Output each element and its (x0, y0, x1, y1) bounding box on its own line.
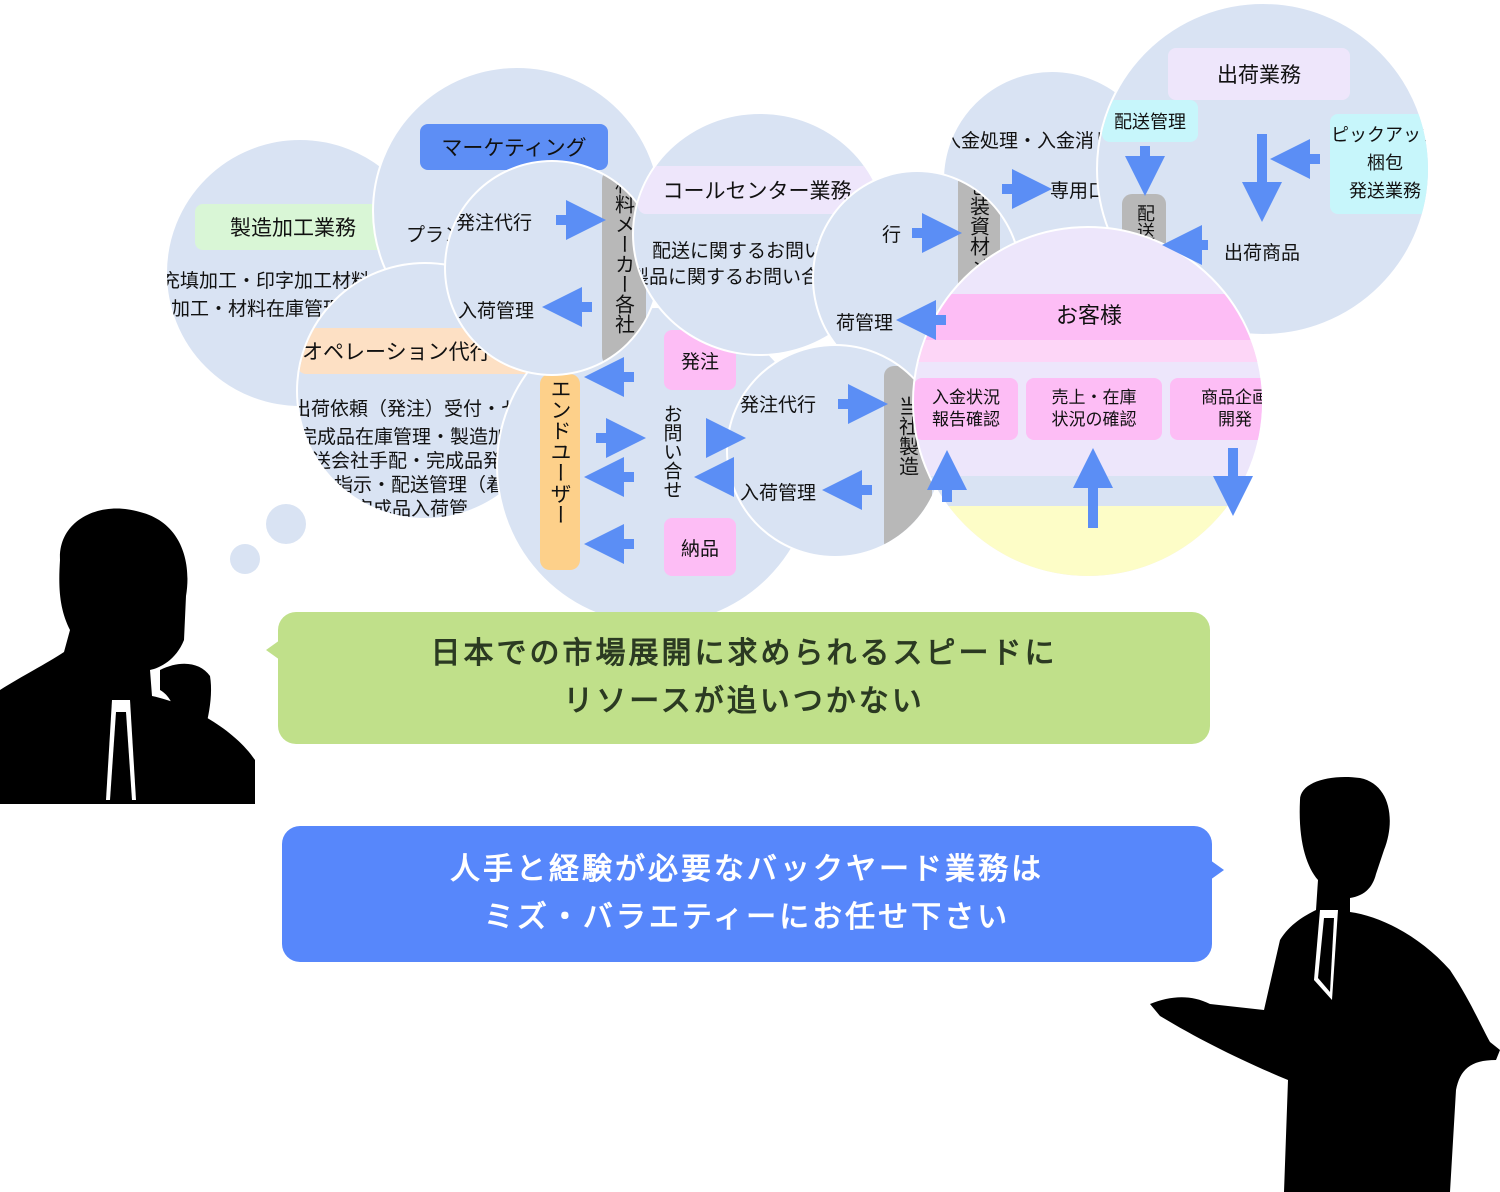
customer-box-sales: 売上・在庫 状況の確認 (1026, 378, 1162, 440)
thought-dot-large (266, 504, 306, 544)
solution-line2: ミズ・バラエティーにお任せ下さい (483, 900, 1011, 935)
customer-box-payment: 入金状況 報告確認 (914, 378, 1018, 440)
solution-speech-box: 人手と経験が必要なバックヤード業務は ミズ・バラエティーにお任せ下さい (282, 826, 1212, 962)
thought-dot-small (230, 544, 260, 574)
end-user-bar: エンドユーザー (540, 374, 580, 570)
customer-box-payment-line1: 入金状況 (932, 388, 1000, 408)
payment-dedicated: 専用口 (1050, 180, 1108, 202)
shipping-title: 出荷業務 (1168, 48, 1350, 100)
order-agency-bubble: 発注代行 入荷管理 材料メーカー各社 (444, 160, 660, 376)
thinking-man-tie (110, 712, 132, 800)
thinking-man-shirt (106, 700, 136, 800)
customer-title-band (914, 294, 1262, 340)
operation-line5: 完成品入荷管 (354, 498, 469, 520)
operation-line1: 出荷依頼（発注）受付・セット 梱 (296, 398, 554, 420)
presenting-man-shirt (1314, 910, 1338, 1000)
manufacturing-title: 製造加工業務 (195, 204, 391, 250)
customer-blue-band (914, 476, 1262, 506)
pickup-line1: ピックアップ (1331, 125, 1430, 146)
customer-box-sales-line1: 売上・在庫 (1051, 388, 1137, 408)
operation-bubble: オペレーション代行・物 出荷依頼（発注）受付・セット 梱 完成品在庫管理・製造加… (296, 262, 554, 520)
manufacturing-line1: 充填加工・印字加工材料 (165, 270, 371, 292)
pickup-line2: 梱包 (1367, 153, 1403, 174)
customer-box-planning-line2: 開発 (1218, 410, 1252, 430)
factory-arrival: 入荷管理 (740, 482, 817, 504)
delivery-mgmt-box: 配送管理 (1102, 100, 1198, 142)
operation-line2: 完成品在庫管理・製造加工指 (298, 426, 546, 448)
callcenter-title: コールセンター業務 (638, 166, 876, 214)
thinking-man-hand-icon (160, 663, 212, 760)
manufacturing-line2: 加工・材料在庫管理 (171, 298, 343, 320)
operation-line3: 送会社手配・完成品発注 (312, 450, 522, 472)
inquiry-label: お問い合せ (660, 404, 683, 499)
presenting-man-tie (1318, 918, 1334, 992)
factory-bubble: 発注代行 入荷管理 当社製造 (726, 344, 944, 558)
customer-box-sales-line2: 状況の確認 (1051, 410, 1137, 430)
order-agency-label: 発注代行 (456, 212, 533, 234)
arrival-label: 入荷管理 (458, 300, 535, 322)
problem-line1: 日本での市場展開に求められるスピードに (430, 636, 1058, 671)
problem-line2: リソースが追いつかない (563, 684, 925, 719)
customer-box-planning: 商品企画 開発 (1170, 378, 1264, 440)
pickup-line3: 発送業務 (1349, 181, 1421, 202)
operation-line4: 指示・配送管理（着荷 (334, 474, 525, 496)
shipping-products: 出荷商品 (1224, 242, 1301, 264)
customer-box-planning-line1: 商品企画 (1201, 388, 1264, 408)
thinking-man-icon (0, 508, 255, 804)
customer-bubble: お客様 入金状況 報告確認 売上・在庫 状況の確認 商品企画 開発 (912, 226, 1264, 578)
materials-arrival-partial: 荷管理 (836, 312, 894, 334)
factory-order-agency: 発注代行 (740, 394, 817, 416)
pickup-box: ピックアップ 梱包 発送業務 (1330, 114, 1430, 214)
customer-title: お客様 (1056, 304, 1123, 329)
delivery-box: 納品 (664, 518, 736, 576)
problem-speech-box: 日本での市場展開に求められるスピードに リソースが追いつかない (278, 612, 1210, 744)
materials-agency-partial: 行 (882, 224, 902, 246)
solution-line1: 人手と経験が必要なバックヤード業務は (450, 852, 1044, 887)
callcenter-bubble: コールセンター業務 配送に関するお問い合せ 製品に関するお問い合せ・そ (632, 112, 888, 356)
customer-box-payment-line2: 報告確認 (932, 410, 1000, 430)
marketing-title: マーケティング (420, 124, 608, 170)
customer-yellow-band (914, 506, 1262, 576)
callcenter-line1: 配送に関するお問い合せ (652, 240, 862, 262)
customer-sub-band (914, 340, 1262, 362)
payment-line1: 入金処理・入金消し (942, 130, 1114, 152)
